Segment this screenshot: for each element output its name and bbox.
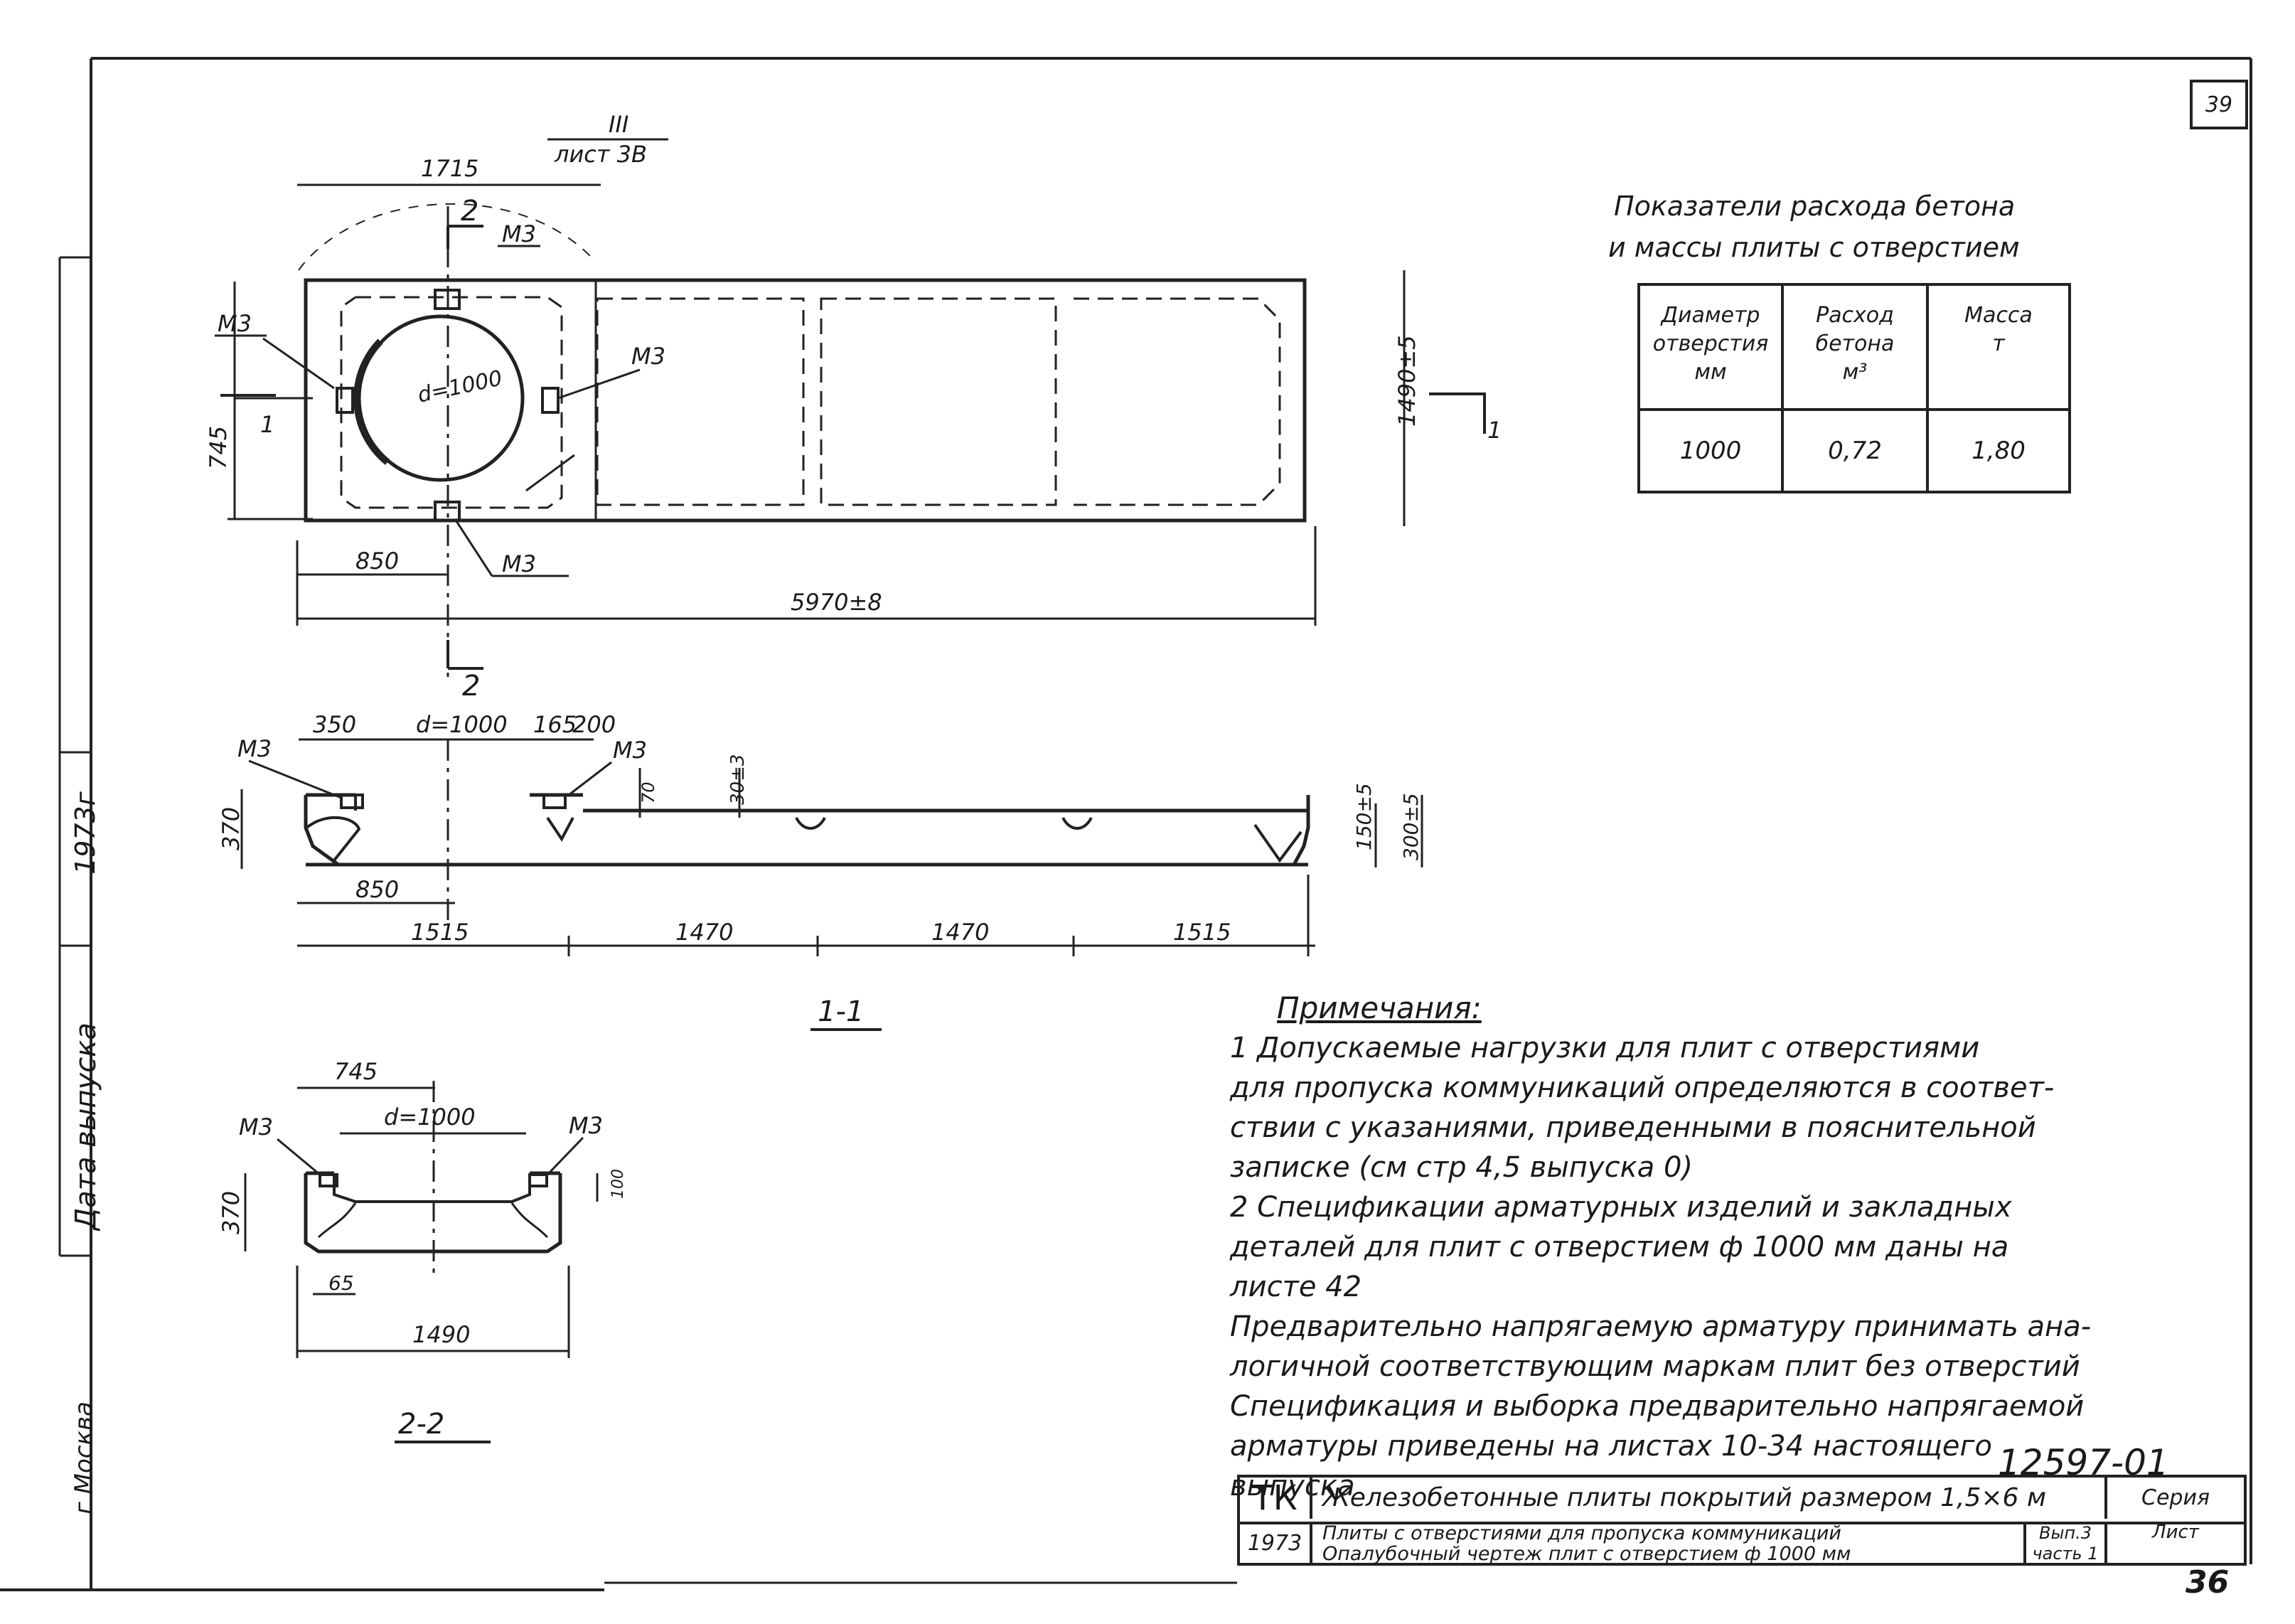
dim-1515-left: 1515	[411, 919, 469, 946]
dim-745-plan: 745	[205, 426, 232, 469]
note-line: записке (см стр 4,5 выпуска 0)	[1230, 1151, 1694, 1184]
concrete-table-title-1: Показатели расхода бетона	[1614, 191, 2016, 222]
table-row: 1000 0,72 1,80	[1637, 408, 2071, 493]
note-line: листе 42	[1230, 1271, 1362, 1303]
dim-1470-b: 1470	[931, 919, 989, 946]
section-2-2-title: 2-2	[398, 1408, 444, 1441]
ref-denom: лист 3В	[554, 141, 647, 168]
header-diameter: Диаметр отверстия мм	[1637, 283, 1784, 411]
tb-sheet: Лист	[2152, 1522, 2199, 1543]
section-mark-2-top: 2	[461, 195, 478, 228]
table-header-row: Диаметр отверстия мм Расход бетона м³ Ма…	[1637, 283, 2071, 411]
dim-150: 150±5	[1352, 783, 1376, 850]
note-line: для пропуска коммуникаций определяются в…	[1230, 1072, 2055, 1104]
dim-300: 300±5	[1399, 793, 1423, 860]
dim-d1000-s2: d=1000	[384, 1104, 476, 1131]
note-line: арматуры приведены на листах 10-34 насто…	[1230, 1430, 1993, 1463]
note-line: логичной соответствующим маркам плит без…	[1230, 1350, 2080, 1383]
dim-65: 65	[328, 1271, 354, 1295]
ref-numer: III	[609, 111, 628, 138]
m3-label-s1-left: М3	[237, 735, 272, 762]
section-mark-1-right: 1	[1487, 417, 1502, 444]
dim-1470-a: 1470	[675, 919, 733, 946]
side-release-date: Дата выпуска	[70, 1022, 102, 1230]
note-line: деталей для плит с отверстием ф 1000 мм …	[1230, 1231, 2009, 1264]
m3-label-left: М3	[218, 310, 252, 337]
dim-5970: 5970±8	[791, 589, 882, 616]
m3-label-right: М3	[631, 343, 665, 370]
m3-label-top: М3	[502, 220, 536, 247]
tb-series-label: Серия	[2141, 1485, 2210, 1510]
note-line: 2 Спецификации арматурных изделий и закл…	[1230, 1191, 2012, 1224]
title-block: ТК Железобетонные плиты покрытий размеро…	[1237, 1475, 2247, 1566]
dim-70: 70	[638, 781, 658, 803]
tb-year: 1973	[1240, 1522, 1312, 1566]
dim-370-s2: 370	[218, 1191, 245, 1234]
dim-370-s1: 370	[218, 807, 245, 850]
dim-850-plan: 850	[355, 547, 399, 575]
dim-165: 165	[533, 711, 577, 738]
concrete-table: Диаметр отверстия мм Расход бетона м³ Ма…	[1637, 283, 2071, 493]
tb-title-2-3: Плиты с отверстиями для пропуска коммуни…	[1312, 1522, 2026, 1566]
tb-title-1: Железобетонные плиты покрытий размером 1…	[1312, 1478, 2107, 1519]
m3-label-s2-right: М3	[569, 1112, 603, 1139]
note-line: Предварительно напрягаемую арматуру прин…	[1230, 1310, 2092, 1343]
note-line: 1 Допускаемые нагрузки для плит с отверс…	[1230, 1032, 1980, 1064]
dim-350: 350	[313, 711, 356, 738]
section-1-1-title: 1-1	[818, 995, 864, 1028]
notes-heading: Примечания:	[1277, 990, 1482, 1025]
dim-1490-s2: 1490	[412, 1321, 470, 1348]
section-mark-1-left: 1	[260, 411, 274, 438]
tb-org: ТК	[1240, 1478, 1312, 1519]
header-mass: Масса т	[1926, 283, 2071, 411]
m3-label-bottom: М3	[502, 550, 536, 577]
cell-mass: 1,80	[1926, 408, 2071, 493]
note-line: ствии с указаниями, приведенными в поясн…	[1230, 1111, 2036, 1144]
tb-sheet-number: 36	[2186, 1564, 2230, 1601]
dim-1490-plan: 1490±5	[1393, 335, 1421, 427]
tb-issue: Вып.3 часть 1	[2026, 1522, 2107, 1566]
dim-100: 100	[609, 1169, 627, 1199]
dim-850-s1: 850	[355, 876, 399, 903]
m3-label-s1-right: М3	[613, 737, 647, 764]
dim-745-s2: 745	[334, 1058, 378, 1085]
concrete-table-title-2: и массы плиты с отверстием	[1608, 232, 2020, 263]
section-1-1-outline	[304, 795, 1310, 867]
dim-1715: 1715	[421, 155, 478, 182]
side-city: г Москва	[70, 1401, 98, 1515]
header-concrete: Расход бетона м³	[1781, 283, 1929, 411]
m3-label-s2-left: М3	[239, 1113, 273, 1140]
section-mark-2-bottom: 2	[462, 670, 480, 703]
dim-30: 30±3	[727, 754, 749, 805]
side-year: 1973г	[70, 791, 101, 875]
cell-diameter: 1000	[1637, 408, 1784, 493]
notes-block: Примечания: 1 Допускаемые нагрузки для п…	[1230, 988, 2183, 1506]
dim-1515-right: 1515	[1173, 919, 1231, 946]
note-line: Спецификация и выборка предварительно на…	[1230, 1390, 2085, 1423]
hole-d-label: d=1000	[415, 366, 504, 408]
page-number: 39	[2190, 80, 2248, 129]
dim-d1000-s1: d=1000	[416, 711, 508, 738]
cell-concrete: 0,72	[1781, 408, 1929, 493]
dim-200: 200	[572, 711, 616, 738]
